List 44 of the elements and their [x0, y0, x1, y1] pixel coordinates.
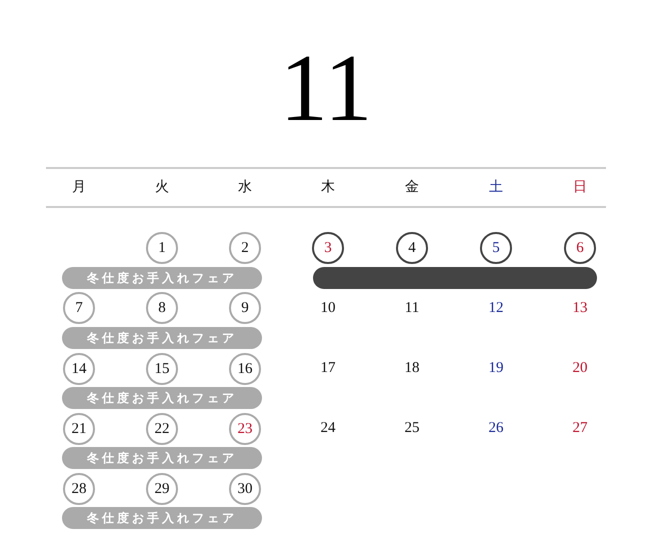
date-circle: 3 — [312, 232, 344, 264]
date-number: 11 — [404, 299, 420, 317]
weekday-label: 火 — [154, 179, 170, 197]
event-banner: 冬仕度お手入れフェア — [62, 327, 262, 349]
date-circle: 15 — [146, 353, 178, 385]
date-circle: 1 — [146, 232, 178, 264]
event-banner: 冬仕度お手入れフェア — [62, 507, 262, 529]
event-bar — [313, 267, 597, 289]
month-number: 11 — [278, 38, 374, 138]
weekday-label: 金 — [404, 179, 420, 197]
date-circle: 9 — [229, 292, 261, 324]
date-number: 13 — [572, 299, 588, 317]
weekday-label: 土 — [488, 179, 504, 197]
date-circle: 4 — [396, 232, 428, 264]
weekday-label: 水 — [237, 179, 253, 197]
date-circle: 7 — [63, 292, 95, 324]
date-number: 12 — [488, 299, 504, 317]
event-banner: 冬仕度お手入れフェア — [62, 267, 262, 289]
date-circle: 29 — [146, 473, 178, 505]
date-number: 10 — [320, 299, 336, 317]
weekday-label: 月 — [71, 179, 87, 197]
date-circle: 8 — [146, 292, 178, 324]
weekday-label: 木 — [320, 179, 336, 197]
event-banner: 冬仕度お手入れフェア — [62, 447, 262, 469]
date-number: 24 — [320, 419, 336, 437]
date-circle: 30 — [229, 473, 261, 505]
date-circle: 22 — [146, 413, 178, 445]
date-circle: 6 — [564, 232, 596, 264]
date-number: 26 — [488, 419, 504, 437]
date-circle: 14 — [63, 353, 95, 385]
date-circle: 28 — [63, 473, 95, 505]
date-number: 17 — [320, 359, 336, 377]
date-number: 27 — [572, 419, 588, 437]
date-circle: 5 — [480, 232, 512, 264]
date-circle: 2 — [229, 232, 261, 264]
date-number: 18 — [404, 359, 420, 377]
date-number: 20 — [572, 359, 588, 377]
date-circle: 16 — [229, 353, 261, 385]
date-number: 19 — [488, 359, 504, 377]
date-circle: 23 — [229, 413, 261, 445]
event-banner: 冬仕度お手入れフェア — [62, 387, 262, 409]
weekday-label: 日 — [572, 179, 588, 197]
date-number: 25 — [404, 419, 420, 437]
date-circle: 21 — [63, 413, 95, 445]
